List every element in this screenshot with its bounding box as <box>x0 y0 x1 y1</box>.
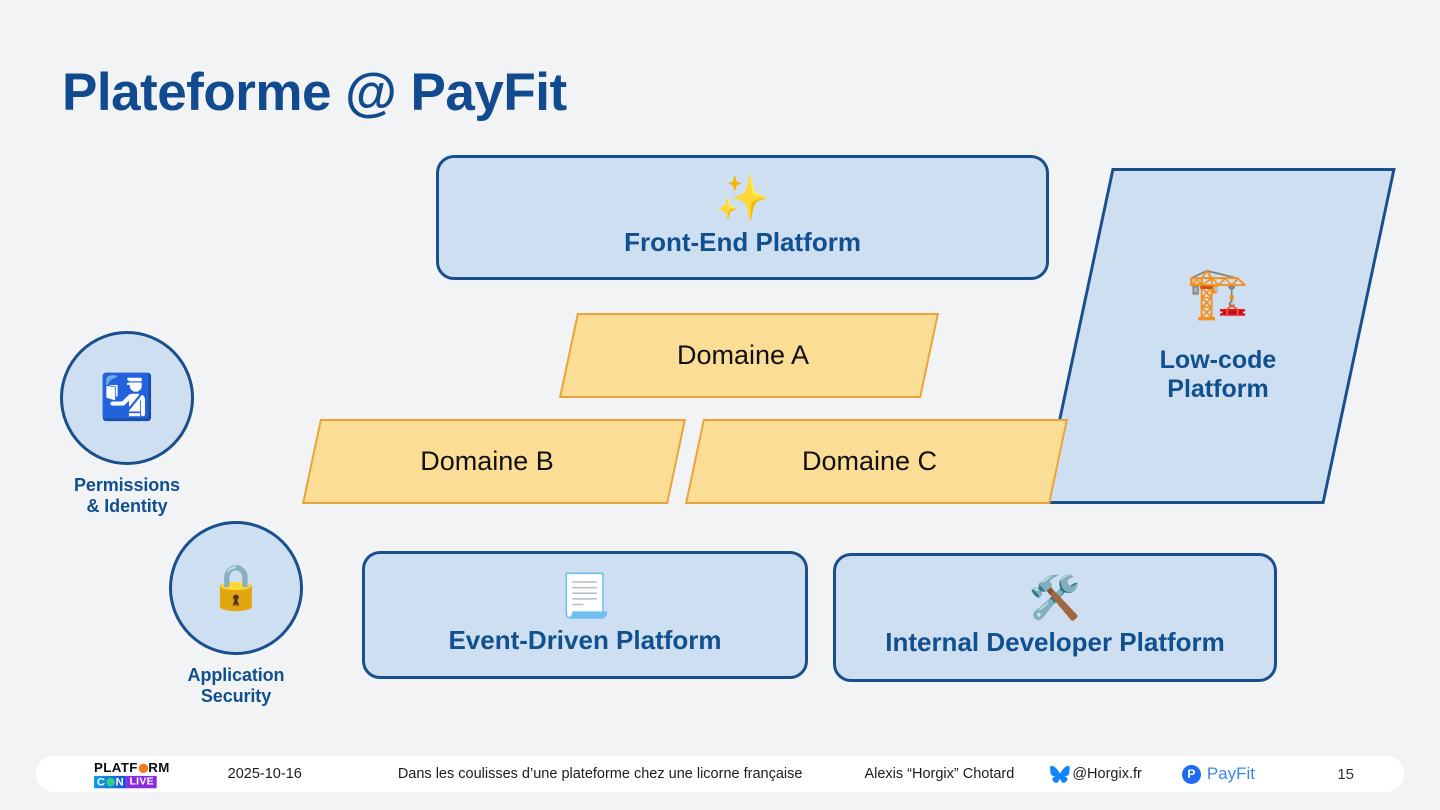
footer-date: 2025-10-16 <box>227 766 302 782</box>
payfit-logo-icon: P <box>1181 764 1201 784</box>
platformcon-logo-top: PLATF RM <box>94 760 170 773</box>
footer-subject: Dans les coulisses d’une plateforme chez… <box>397 766 803 782</box>
permissions-identity-circle: 🛂 <box>60 331 194 465</box>
node-label-low-code-platform: Low-code Platform <box>1160 346 1277 404</box>
node-event-driven-platform[interactable]: 📃 Event-Driven Platform <box>362 551 808 679</box>
passport-control-icon: 🛂 <box>99 372 155 423</box>
node-domaine-b[interactable]: Domaine B <box>301 419 687 504</box>
platformcon-con-before: C <box>96 774 106 789</box>
low-code-content: 🏗️ Low-code Platform <box>1076 168 1360 504</box>
hammer-and-wrench-icon: 🛠️ <box>1028 573 1082 623</box>
node-label-domaine-a: Domaine A <box>676 340 810 370</box>
node-label-domaine-c: Domaine C <box>801 446 938 476</box>
node-label-front-end-platform: Front-End Platform <box>624 227 861 258</box>
platformcon-con-block: C N <box>93 774 127 789</box>
platformcon-top-after: RM <box>148 759 170 775</box>
platformcon-live-badge: LIVE <box>126 775 157 788</box>
security-label-line1: Application <box>187 665 285 685</box>
node-application-security[interactable]: 🔒 Application Security <box>169 521 303 707</box>
permissions-label-line2: & Identity <box>86 495 168 516</box>
application-security-circle: 🔒 <box>169 521 303 655</box>
node-low-code-platform[interactable]: 🏗️ Low-code Platform <box>1040 168 1396 504</box>
node-front-end-platform[interactable]: ✨ Front-End Platform <box>436 155 1049 280</box>
platformcon-logo-bottom: C N LIVE <box>93 774 170 789</box>
lock-icon: 🔒 <box>208 562 264 613</box>
node-label-internal-developer-platform: Internal Developer Platform <box>885 627 1225 658</box>
low-code-label-line1: Low-code <box>1159 346 1277 374</box>
platformcon-con-after: N <box>115 774 124 789</box>
low-code-label-line2: Platform <box>1167 375 1269 403</box>
platformcon-logo: PLATF RM C N LIVE <box>92 760 172 789</box>
platformcon-top-before: PLATF <box>93 759 138 775</box>
node-label-application-security: Application Security <box>188 665 285 707</box>
payfit-brand-name: PayFit <box>1206 764 1256 783</box>
node-label-permissions-identity: Permissions & Identity <box>74 475 180 517</box>
page-with-curl-icon: 📃 <box>558 570 612 620</box>
page-number: 15 <box>1337 765 1354 783</box>
construction-crane-icon: 🏗️ <box>1186 264 1250 322</box>
node-internal-developer-platform[interactable]: 🛠️ Internal Developer Platform <box>833 553 1277 682</box>
node-domaine-a[interactable]: Domaine A <box>558 313 940 398</box>
payfit-brand: P PayFit <box>1181 764 1256 784</box>
footer-social-link[interactable]: @Horgix.fr <box>1050 765 1142 783</box>
slide-footer: PLATF RM C N LIVE 2025-10-16 Dans les co… <box>36 756 1404 792</box>
security-label-line2: Security <box>200 685 272 706</box>
platformcon-logo-mark: PLATF RM C N LIVE <box>93 760 170 789</box>
node-permissions-identity[interactable]: 🛂 Permissions & Identity <box>60 331 194 517</box>
page-title: Plateforme @ PayFit <box>62 63 567 122</box>
sparkles-icon: ✨ <box>715 173 770 225</box>
node-domaine-c[interactable]: Domaine C <box>684 419 1069 504</box>
node-label-event-driven-platform: Event-Driven Platform <box>448 624 722 655</box>
bluesky-butterfly-icon <box>1050 765 1071 783</box>
footer-social-handle: @Horgix.fr <box>1072 766 1142 782</box>
permissions-label-line1: Permissions <box>74 475 180 495</box>
platformcon-orange-dot-icon <box>138 763 148 773</box>
node-label-domaine-b: Domaine B <box>420 446 554 476</box>
footer-author: Alexis “Horgix” Chotard <box>864 766 1015 782</box>
platformcon-green-dot-icon <box>106 777 115 786</box>
